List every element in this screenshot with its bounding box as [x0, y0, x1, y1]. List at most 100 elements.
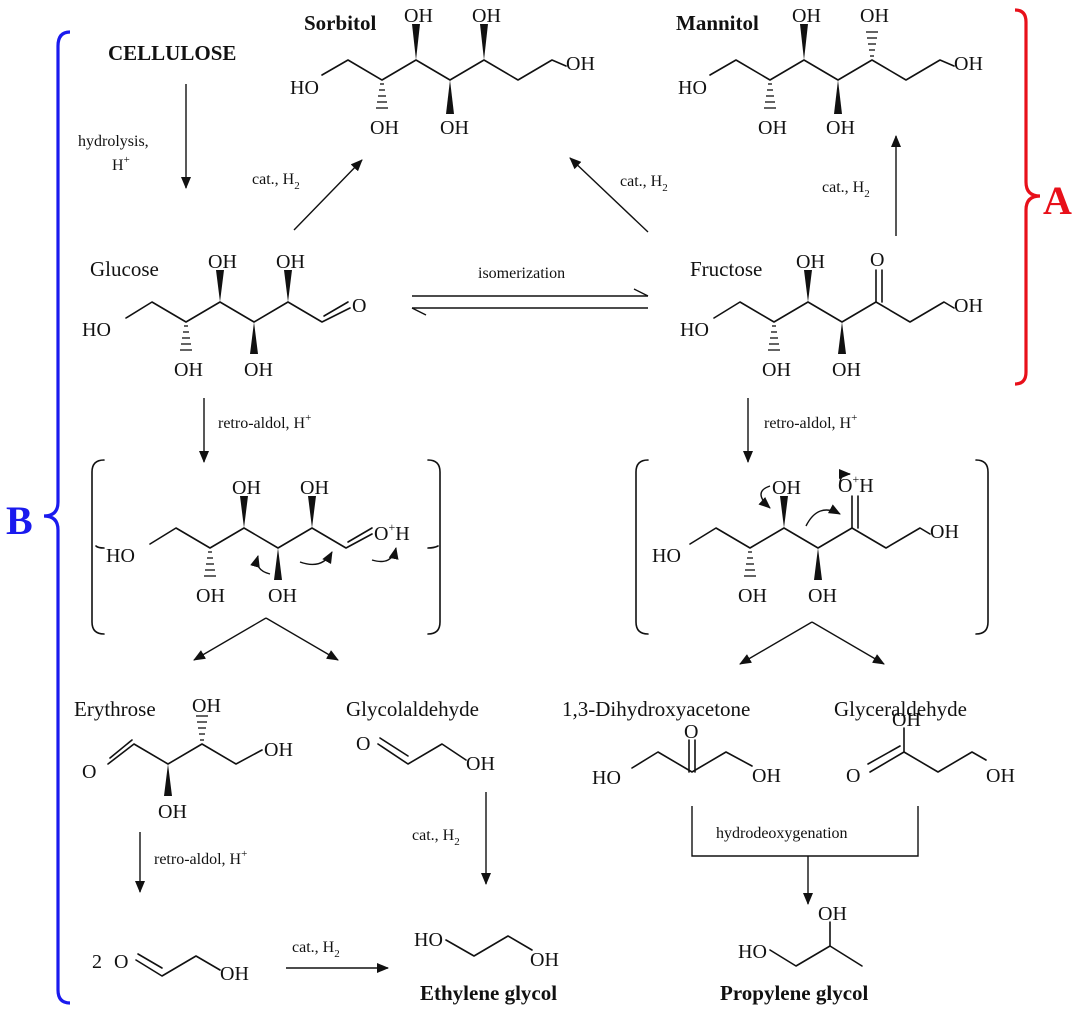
cat-h2-label-3: cat., H2	[822, 179, 870, 200]
retro-aldol-label-1: retro-aldol, H+	[218, 412, 311, 432]
bracket-b-label: B	[6, 498, 33, 543]
cat-h2-label-4: cat., H2	[412, 827, 460, 848]
dihydroxyacetone-label: 1,3-Dihydroxyacetone	[562, 697, 750, 721]
svg-text:OH: OH	[370, 117, 399, 139]
bracket-b: B	[6, 30, 71, 1005]
svg-text:O: O	[114, 951, 128, 973]
ethylene-glycol-label: Ethylene glycol	[420, 981, 557, 1005]
svg-text:OH: OH	[208, 251, 237, 273]
equilibrium-arrows	[411, 288, 649, 316]
svg-text:HO: HO	[592, 767, 621, 789]
svg-text:OH: OH	[440, 117, 469, 139]
ethylene-glycol-structure: HO OH	[414, 929, 559, 971]
hydrodeoxygenation-label: hydrodeoxygenation	[716, 825, 848, 842]
sorbitol-structure: HO OH OH OH OH OH	[290, 5, 595, 139]
bracket-a: A	[1014, 8, 1072, 386]
svg-text:OH: OH	[762, 359, 791, 381]
svg-text:OH: OH	[954, 53, 983, 75]
svg-text:O: O	[870, 249, 884, 271]
svg-text:OH: OH	[832, 359, 861, 381]
svg-text:OH: OH	[796, 251, 825, 273]
erythrose-structure: O OH OH OH	[82, 695, 293, 823]
svg-text:OH: OH	[466, 753, 495, 775]
fructose-intermediate: O+H HO OH OH OH OH	[635, 459, 989, 635]
two-glycolaldehyde: 2 O OH	[92, 951, 249, 985]
svg-text:O: O	[352, 295, 366, 317]
svg-text:OH: OH	[772, 477, 801, 499]
svg-text:O: O	[82, 761, 96, 783]
glycolaldehyde-label: Glycolaldehyde	[346, 697, 479, 721]
fructose-split-arrows	[739, 621, 885, 665]
svg-text:OH: OH	[268, 585, 297, 607]
svg-text:OH: OH	[300, 477, 329, 499]
svg-text:OH: OH	[158, 801, 187, 823]
svg-text:OH: OH	[860, 5, 889, 27]
cellulose-label: CELLULOSE	[108, 41, 236, 65]
sorbitol-label: Sorbitol	[304, 11, 377, 35]
svg-text:OH: OH	[792, 5, 821, 27]
bracket-a-label: A	[1043, 178, 1072, 223]
svg-text:OH: OH	[930, 521, 959, 543]
svg-text:OH: OH	[174, 359, 203, 381]
fructose-structure: O HO OH OH OH OH	[680, 249, 983, 381]
svg-text:O: O	[684, 721, 698, 743]
glucose-to-sorbitol-arrow	[293, 159, 363, 231]
svg-text:OH: OH	[220, 963, 249, 985]
svg-text:HO: HO	[106, 545, 135, 567]
glucose-structure: HO O OH OH OH OH	[82, 251, 366, 381]
svg-text:OH: OH	[818, 903, 847, 925]
svg-text:OH: OH	[276, 251, 305, 273]
svg-text:HO: HO	[290, 77, 319, 99]
svg-text:OH: OH	[196, 585, 225, 607]
svg-text:OH: OH	[954, 295, 983, 317]
hydrolysis-label: hydrolysis,	[78, 133, 149, 150]
svg-text:OH: OH	[244, 359, 273, 381]
isomerization-label: isomerization	[478, 265, 565, 282]
svg-text:OH: OH	[404, 5, 433, 27]
svg-text:O+H: O+H	[374, 520, 410, 545]
dihydroxyacetone-structure: O HO OH	[592, 721, 781, 789]
svg-text:OH: OH	[264, 739, 293, 761]
glyceraldehyde-structure: O OH OH	[846, 709, 1015, 787]
cat-h2-label-2: cat., H2	[620, 173, 668, 194]
retro-aldol-label-2: retro-aldol, H+	[764, 412, 857, 432]
cat-h2-label-1: cat., H2	[252, 171, 300, 192]
svg-text:HO: HO	[738, 941, 767, 963]
svg-text:OH: OH	[738, 585, 767, 607]
glucose-intermediate: HO O+H OH OH OH OH	[91, 459, 441, 635]
propylene-glycol-structure: HO OH	[738, 903, 863, 967]
retro-aldol-label-3: retro-aldol, H+	[154, 848, 247, 868]
svg-text:OH: OH	[808, 585, 837, 607]
svg-text:HO: HO	[678, 77, 707, 99]
glycolaldehyde-structure: O OH	[356, 733, 495, 775]
mannitol-label: Mannitol	[676, 11, 759, 35]
svg-text:2: 2	[92, 951, 102, 973]
hydrodeoxygenation-connector: hydrodeoxygenation	[691, 806, 919, 905]
hydrolysis-acid-label: H+	[112, 154, 130, 174]
mannitol-structure: HO OH OH OH OH OH	[678, 5, 983, 139]
svg-text:HO: HO	[82, 319, 111, 341]
svg-text:OH: OH	[758, 117, 787, 139]
svg-text:O: O	[846, 765, 860, 787]
svg-text:HO: HO	[414, 929, 443, 951]
svg-text:OH: OH	[472, 5, 501, 27]
svg-text:OH: OH	[752, 765, 781, 787]
svg-text:OH: OH	[566, 53, 595, 75]
glyceraldehyde-label: Glyceraldehyde	[834, 697, 967, 721]
svg-text:OH: OH	[892, 709, 921, 731]
erythrose-label: Erythrose	[74, 697, 156, 721]
svg-text:HO: HO	[680, 319, 709, 341]
glucose-split-arrows	[193, 617, 339, 661]
glucose-label: Glucose	[90, 257, 159, 281]
svg-text:OH: OH	[232, 477, 261, 499]
svg-text:O+H: O+H	[838, 472, 874, 497]
svg-text:OH: OH	[826, 117, 855, 139]
propylene-glycol-label: Propylene glycol	[720, 981, 869, 1005]
svg-text:OH: OH	[530, 949, 559, 971]
svg-text:O: O	[356, 733, 370, 755]
cat-h2-label-5: cat., H2	[292, 939, 340, 960]
fructose-label: Fructose	[690, 257, 762, 281]
svg-text:OH: OH	[192, 695, 221, 717]
svg-text:HO: HO	[652, 545, 681, 567]
